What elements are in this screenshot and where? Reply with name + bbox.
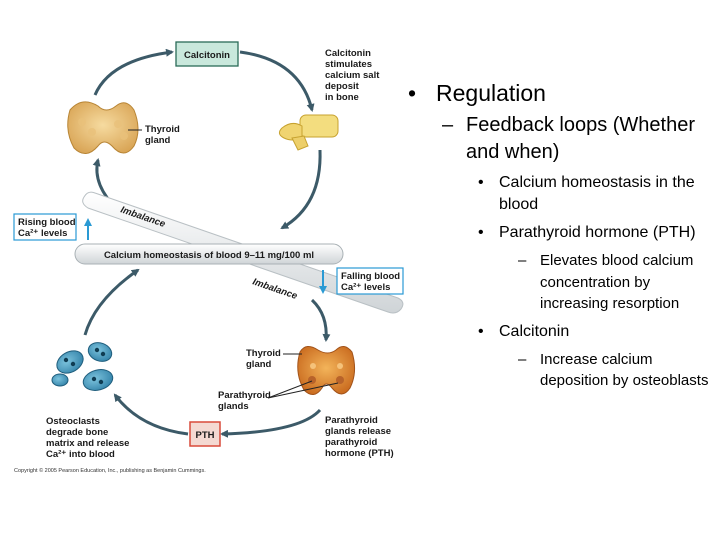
parathyroid-gland-icon bbox=[297, 346, 356, 395]
svg-text:Ca²⁺ levels: Ca²⁺ levels bbox=[18, 228, 67, 239]
calcium-regulation-diagram: Imbalance Imbalance Calcium homeostasis … bbox=[13, 41, 404, 474]
calcitonin-box-label: Calcitonin bbox=[184, 50, 230, 61]
bullet-pth-detail: – Elevates blood calcium concentration b… bbox=[518, 250, 710, 315]
bullet-dot-icon: • bbox=[408, 80, 417, 106]
rising-blood-box: Rising blood Ca²⁺ levels bbox=[13, 213, 77, 241]
svg-text:Falling blood: Falling blood bbox=[341, 271, 400, 282]
svg-text:hormone (PTH): hormone (PTH) bbox=[325, 448, 394, 459]
arrow-pth-to-osteoclasts bbox=[113, 393, 189, 436]
osteoclasts-caption: Osteoclasts degrade bone matrix and rele… bbox=[46, 416, 129, 460]
vertebra-bone-icon bbox=[278, 114, 339, 151]
thyroid-gland-icon bbox=[67, 101, 139, 154]
bullet-calcitonin: • Calcitonin bbox=[478, 321, 710, 343]
arrow-bone-to-homeostasis bbox=[280, 149, 322, 230]
pth-box-label: PTH bbox=[196, 430, 215, 441]
parathyroid-glands-label-1: Parathyroid bbox=[218, 390, 271, 401]
calcitonin-box bbox=[175, 41, 239, 67]
bullet-dash-icon: – bbox=[518, 350, 527, 368]
svg-text:Ca²⁺ into blood: Ca²⁺ into blood bbox=[46, 449, 115, 460]
svg-text:parathyroid: parathyroid bbox=[325, 437, 377, 448]
thyroid-top-label-1: Thyroid bbox=[145, 124, 180, 135]
parathyroid-glands-label-2: glands bbox=[218, 401, 249, 412]
arrow-thyroid-to-calcitonin bbox=[93, 48, 174, 96]
svg-text:in bone: in bone bbox=[325, 92, 359, 103]
bullet-feedback-loops: – Feedback loops (Whether and when) bbox=[442, 112, 710, 166]
bullet-dash-icon: – bbox=[518, 252, 527, 269]
arrow-calcitonin-to-bone bbox=[239, 50, 315, 112]
svg-text:Rising blood: Rising blood bbox=[18, 217, 76, 228]
copyright-text: Copyright © 2005 Pearson Education, Inc.… bbox=[14, 467, 206, 474]
svg-text:matrix and release: matrix and release bbox=[46, 438, 129, 449]
svg-text:deposit: deposit bbox=[325, 81, 360, 92]
svg-text:stimulates: stimulates bbox=[325, 59, 372, 70]
parathyroid-pointer-1 bbox=[267, 380, 313, 399]
bullet-dot-icon: • bbox=[478, 322, 484, 340]
imbalance-label-bottom: Imbalance bbox=[251, 276, 299, 302]
pth-box bbox=[189, 421, 221, 447]
bullet-dot-icon: • bbox=[478, 224, 484, 241]
arrow-osteoclasts-to-homeostasis bbox=[83, 268, 140, 336]
thyroid-bottom-label-1: Thyroid bbox=[246, 348, 281, 359]
falling-blood-box: Falling blood Ca²⁺ levels bbox=[336, 267, 404, 295]
bullet-homeostasis-blood: • Calcium homeostasis in the blood bbox=[478, 172, 710, 216]
parathyroid-pointer-2 bbox=[267, 382, 339, 399]
arrow-imbalance-to-parathyroid bbox=[310, 298, 331, 342]
svg-text:Calcitonin: Calcitonin bbox=[325, 48, 371, 59]
bullet-list: • Regulation – Feedback loops (Whether a… bbox=[400, 78, 710, 398]
svg-text:calcium salt: calcium salt bbox=[325, 70, 380, 81]
svg-text:Osteoclasts: Osteoclasts bbox=[46, 416, 100, 427]
svg-text:Ca²⁺ levels: Ca²⁺ levels bbox=[341, 282, 390, 293]
bullet-dot-icon: • bbox=[478, 174, 484, 191]
calcitonin-caption: Calcitonin stimulates calcium salt depos… bbox=[325, 48, 380, 103]
bullet-dash-icon: – bbox=[442, 114, 454, 136]
bullet-pth: • Parathyroid hormone (PTH) bbox=[478, 222, 710, 244]
osteoclast-cells-icon bbox=[51, 342, 114, 391]
bullet-calcitonin-detail: – Increase calcium deposition by osteobl… bbox=[518, 349, 710, 392]
svg-text:glands release: glands release bbox=[325, 426, 391, 437]
arrow-parathyroid-to-pth bbox=[220, 408, 322, 438]
bullet-regulation: • Regulation bbox=[408, 80, 546, 106]
svg-text:degrade bone: degrade bone bbox=[46, 427, 108, 438]
thyroid-bottom-label-2: gland bbox=[246, 359, 272, 370]
thyroid-top-label-2: gland bbox=[145, 135, 171, 146]
homeostasis-label: Calcium homeostasis of blood 9–11 mg/100… bbox=[104, 250, 314, 261]
parathyroid-release-caption: Parathyroid glands release parathyroid h… bbox=[325, 415, 394, 459]
homeostasis-bar bbox=[74, 243, 344, 265]
svg-text:Parathyroid: Parathyroid bbox=[325, 415, 378, 426]
